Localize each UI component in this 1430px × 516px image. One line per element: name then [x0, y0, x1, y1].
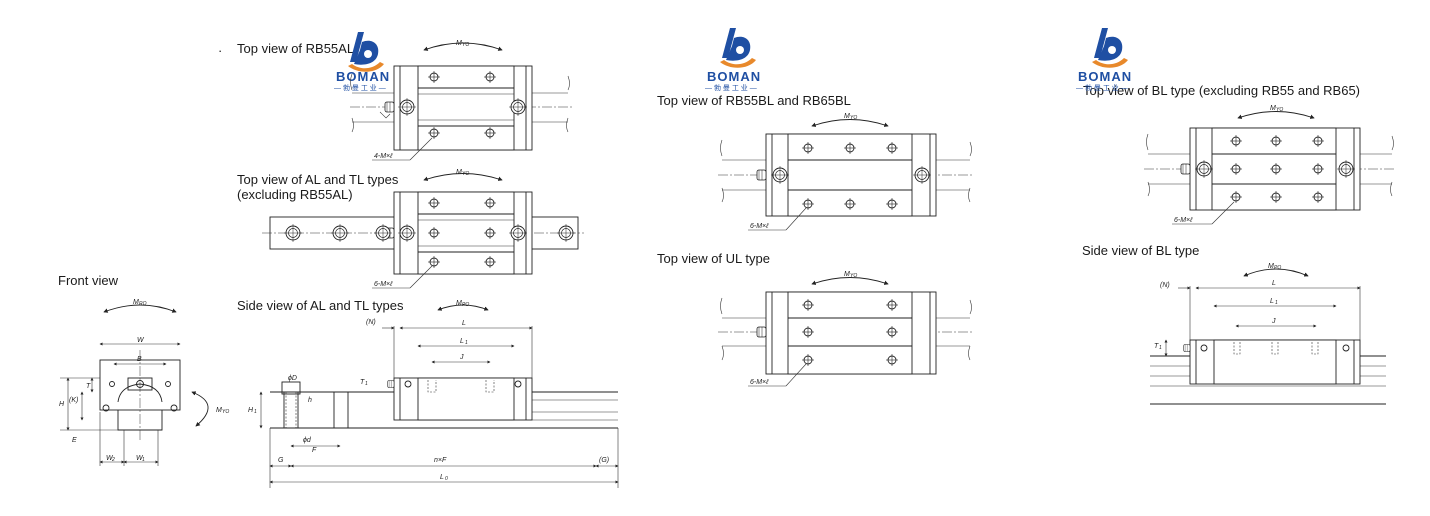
svg-text:YO: YO — [1276, 107, 1283, 113]
label-mpo: M — [456, 300, 462, 307]
caption-side-al-tl: Side view of AL and TL types — [237, 298, 404, 313]
svg-text:L: L — [1270, 298, 1274, 305]
top-view-ul: M YO 6-M×ℓ — [718, 271, 974, 387]
label-b: B — [137, 356, 142, 363]
svg-text:M: M — [1268, 263, 1274, 270]
logo-text: BOMAN — [707, 69, 761, 84]
svg-text:1: 1 — [1275, 300, 1278, 306]
label-g: G — [278, 457, 284, 464]
svg-text:M: M — [844, 113, 850, 120]
label-j: J — [459, 354, 464, 361]
label-w: W — [137, 337, 145, 344]
label-f: F — [312, 447, 317, 454]
label-l: L — [462, 320, 466, 327]
label-e: E — [72, 437, 77, 444]
label-h: h — [308, 397, 312, 404]
label-t1: T — [360, 379, 365, 386]
label-n-times-f: n×F — [434, 457, 447, 464]
svg-text:M: M — [216, 407, 222, 414]
front-view: M RO M YO W B T H (K) E W 2 W 1 — [59, 299, 229, 466]
svg-text:1: 1 — [254, 409, 257, 415]
svg-text:6-M×ℓ: 6-M×ℓ — [1174, 217, 1193, 224]
label-l0: L — [440, 474, 444, 481]
logo-sub-text: — 勃 曼 工 业 — — [334, 83, 386, 92]
svg-text:T: T — [1154, 343, 1159, 350]
boman-logo-icon — [720, 28, 756, 68]
grease-nipple-icon — [384, 101, 395, 113]
label-myo: M — [456, 40, 462, 47]
svg-text:1: 1 — [465, 340, 468, 346]
svg-text:(N): (N) — [1160, 282, 1170, 289]
side-view-al-tl: (N) L L 1 J M PO T 1 ϕD h ϕd F H 1 G n×F… — [248, 300, 619, 488]
label-h1: H — [248, 407, 254, 414]
svg-text:M: M — [456, 169, 462, 176]
svg-text:M: M — [1270, 105, 1276, 112]
label-phi-d: ϕD — [288, 375, 297, 382]
label-t: T — [86, 383, 91, 390]
top-view-bl: M YO 6-M×ℓ — [1144, 105, 1396, 225]
svg-text:1: 1 — [365, 381, 368, 387]
label-l1: L — [460, 338, 464, 345]
svg-text:PO: PO — [1274, 265, 1281, 271]
svg-text:L: L — [1272, 280, 1276, 287]
boman-logo-icon — [1092, 28, 1128, 68]
logo-text: BOMAN — [336, 69, 390, 84]
caption-front: Front view — [58, 273, 118, 288]
grease-nipple-icon — [756, 326, 767, 338]
svg-text:1: 1 — [142, 457, 145, 463]
label-phi-small-d: ϕd — [303, 437, 312, 444]
caption-side-bl: Side view of BL type — [1082, 243, 1200, 258]
logo-text: BOMAN — [1078, 69, 1132, 84]
grease-nipple-icon — [756, 169, 767, 181]
top-view-al-tl: M YO 6-M×ℓ — [262, 169, 584, 289]
svg-text:YO: YO — [462, 171, 469, 177]
grease-nipple-icon — [1183, 344, 1191, 352]
logo-sub-text: — 勃 曼 工 业 — — [705, 83, 757, 92]
logo-sub-text: — 勃 曼 工 业 — — [1076, 83, 1128, 92]
caption-top-ul: Top view of UL type — [657, 251, 770, 266]
bullet-mark: · — [218, 43, 223, 58]
label-n: (N) — [366, 319, 376, 326]
svg-text:YO: YO — [850, 273, 857, 279]
side-view-bl: (N) L L 1 J M PO T 1 — [1150, 263, 1386, 405]
caption-top-al-tl: Top view of AL and TL types (excluding R… — [237, 172, 399, 202]
caption-top-bl: Top view of BL type (excluding RB55 and … — [1083, 83, 1361, 98]
top-view-rb55bl-rb65bl: M YO 6-M×ℓ — [718, 113, 974, 231]
label-w1: W — [136, 455, 144, 462]
caption-top-rb55bl-rb65bl: Top view of RB55BL and RB65BL — [657, 93, 851, 108]
svg-text:J: J — [1271, 318, 1276, 325]
label-holes-6: 6-M×ℓ — [374, 281, 393, 288]
svg-text:1: 1 — [1159, 345, 1162, 351]
boman-logo-icon — [348, 32, 384, 72]
svg-text:RO: RO — [139, 301, 147, 307]
svg-text:0: 0 — [445, 476, 448, 482]
top-view-rb55al: M YO 4-M×ℓ — [350, 40, 572, 161]
svg-text:M: M — [844, 271, 850, 278]
grease-nipple-icon — [1180, 163, 1191, 175]
label-g-paren: (G) — [599, 457, 609, 464]
grease-nipple-icon — [387, 380, 395, 388]
svg-text:YO: YO — [222, 409, 229, 415]
label-h-height: H — [59, 401, 65, 408]
svg-text:YO: YO — [850, 115, 857, 121]
label-holes-4: 4-M×ℓ — [374, 153, 393, 160]
svg-text:2: 2 — [111, 457, 115, 463]
svg-text:YO: YO — [462, 42, 469, 48]
svg-text:6-M×ℓ: 6-M×ℓ — [750, 379, 769, 386]
label-k: (K) — [69, 397, 78, 404]
label-w2: W — [106, 455, 114, 462]
caption-top-rb55al: Top view of RB55AL — [237, 41, 355, 56]
svg-text:PO: PO — [462, 302, 469, 308]
svg-text:6-M×ℓ: 6-M×ℓ — [750, 223, 769, 230]
label-mro: M — [133, 299, 139, 306]
